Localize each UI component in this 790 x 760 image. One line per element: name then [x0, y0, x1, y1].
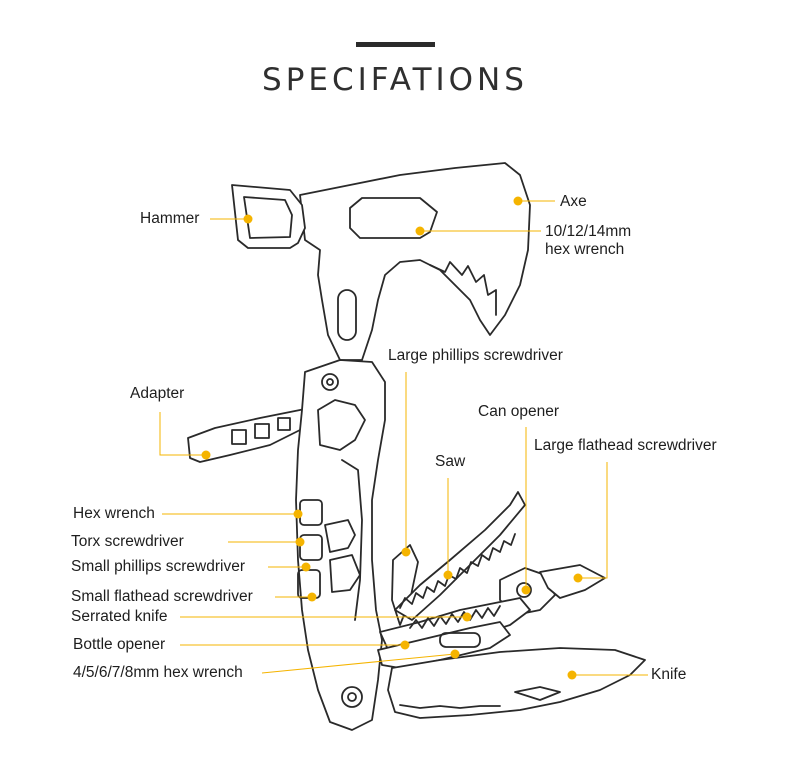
large-flathead-screwdriver [539, 564, 606, 599]
hammer-head [231, 184, 306, 249]
label-torx: Torx screwdriver [71, 533, 184, 550]
label-hex-wrench-large: 10/12/14mm hex wrench [545, 223, 632, 258]
small-phillips-marker [301, 562, 311, 572]
axe-head [299, 162, 531, 361]
bottle-opener-marker [400, 640, 410, 650]
handle-rivet-top [321, 373, 339, 391]
label-can-opener: Can opener [478, 403, 560, 420]
serrated-knife-marker [462, 612, 472, 622]
label-adapter: Adapter [130, 385, 185, 402]
label-hex-wrench-multi: 4/5/6/7/8mm hex wrench [73, 664, 243, 681]
handle [295, 359, 386, 731]
label-hex-wrench: Hex wrench [73, 505, 155, 522]
large-phillips-marker [401, 547, 411, 557]
hammer-face [243, 196, 293, 239]
hex-wrench-multi-marker [450, 649, 460, 659]
label-serrated-knife: Serrated knife [71, 608, 168, 625]
adapter-marker [201, 450, 211, 460]
label-saw: Saw [435, 453, 466, 470]
torx-marker [295, 537, 305, 547]
saw-marker [443, 570, 453, 580]
label-hammer: Hammer [140, 210, 200, 227]
handle-rivet-bottom [341, 686, 363, 708]
axe-neck-slot [337, 289, 357, 341]
label-axe: Axe [560, 193, 587, 210]
knife-blade [387, 647, 646, 719]
title-accent-bar [356, 42, 435, 47]
saw-teeth [399, 533, 516, 609]
label-bottle-opener: Bottle opener [73, 636, 166, 653]
label-large-flathead: Large flathead screwdriver [534, 437, 717, 454]
label-small-flathead: Small flathead screwdriver [71, 588, 253, 605]
axe-hex-cutout [349, 197, 438, 239]
hex-wrench-large-marker [415, 226, 425, 236]
axe-serration [429, 261, 497, 316]
can-opener-marker [521, 585, 531, 595]
hex-wrench-marker [293, 509, 303, 519]
page-title: SPECIFATIONS [262, 62, 528, 98]
axe-marker [513, 196, 523, 206]
label-small-phillips: Small phillips screwdriver [71, 558, 245, 575]
label-knife: Knife [651, 666, 687, 683]
label-large-phillips: Large phillips screwdriver [388, 347, 563, 364]
knife-marker [567, 670, 577, 680]
hammer-marker [243, 214, 253, 224]
large-flathead-marker [573, 573, 583, 583]
small-flathead-marker [307, 592, 317, 602]
